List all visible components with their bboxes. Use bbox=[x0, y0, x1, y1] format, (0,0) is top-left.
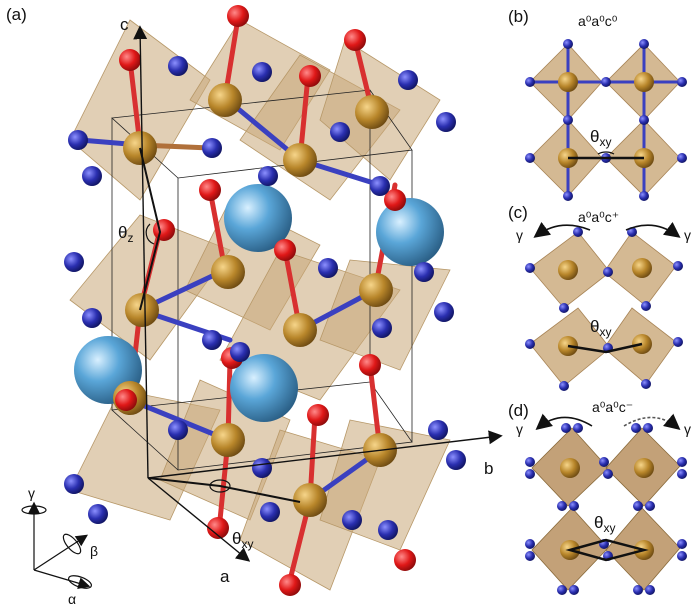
theta-z-marker bbox=[139, 147, 162, 311]
equatorial-anion bbox=[428, 420, 448, 440]
metal-atom bbox=[208, 83, 242, 117]
apical-anion bbox=[115, 389, 137, 411]
equatorial-anion bbox=[202, 138, 222, 158]
b-axis-label: b bbox=[484, 459, 493, 478]
a-site-cation bbox=[376, 198, 444, 266]
rotation-arrow-right-d bbox=[623, 413, 681, 431]
a-axis-label: a bbox=[220, 567, 230, 586]
gamma-label-c-left: γ bbox=[516, 227, 523, 243]
equatorial-anion bbox=[168, 56, 188, 76]
equatorial-anion bbox=[88, 504, 108, 524]
theta-xy-label-c: θxy bbox=[590, 317, 611, 339]
metal-atom bbox=[283, 143, 317, 177]
equatorial-anion-layer bbox=[64, 56, 466, 540]
apical-anion bbox=[153, 219, 175, 241]
panel-a-label: (a) bbox=[6, 5, 27, 24]
apical-anion bbox=[119, 49, 141, 71]
theta-xy-label-a: θxy bbox=[232, 529, 253, 551]
gamma-label-d-left: γ bbox=[516, 421, 523, 437]
apical-anion bbox=[344, 29, 366, 51]
tilt-pattern-d: a⁰a⁰c⁻ bbox=[592, 399, 633, 415]
rotation-arrow-left-c bbox=[533, 221, 591, 238]
alpha-rotation-icon bbox=[67, 575, 93, 589]
equatorial-anion bbox=[446, 450, 466, 470]
rotation-arrow-right-c bbox=[625, 221, 681, 238]
panel-a: (a) bbox=[6, 5, 503, 607]
panel-d: (d) a⁰a⁰c⁻ θxy γ γ bbox=[508, 399, 691, 595]
apical-anion bbox=[299, 65, 321, 87]
a-axis-arrow bbox=[147, 477, 251, 562]
theta-xy-label-d: θxy bbox=[594, 513, 615, 535]
apical-anion bbox=[394, 549, 416, 571]
equatorial-anion bbox=[436, 112, 456, 132]
panel-b: (b) a⁰a⁰c⁰ θxy bbox=[508, 7, 687, 201]
equatorial-anion bbox=[252, 458, 272, 478]
panel-c-atoms bbox=[525, 227, 683, 391]
metal-atom bbox=[355, 95, 389, 129]
metal-atom bbox=[211, 255, 245, 289]
a-site-layer bbox=[74, 184, 444, 422]
equatorial-anion bbox=[372, 318, 392, 338]
metal-atom bbox=[211, 423, 245, 457]
equatorial-anion bbox=[398, 70, 418, 90]
equatorial-anion bbox=[68, 130, 88, 150]
crystal-axes bbox=[133, 25, 503, 562]
panel-c-label: (c) bbox=[508, 203, 528, 222]
alpha-label: α bbox=[68, 591, 76, 607]
c-axis-label: c bbox=[120, 15, 129, 34]
equatorial-anion bbox=[168, 420, 188, 440]
equatorial-anion bbox=[434, 302, 454, 322]
tilt-pattern-c: a⁰a⁰c⁺ bbox=[578, 209, 619, 225]
equatorial-anion bbox=[82, 166, 102, 186]
metal-atom bbox=[125, 293, 159, 327]
equatorial-anion bbox=[260, 502, 280, 522]
b-axis-arrow bbox=[147, 430, 503, 479]
panel-d-label: (d) bbox=[508, 401, 529, 420]
a-site-cation bbox=[230, 354, 298, 422]
apical-anion bbox=[307, 404, 329, 426]
beta-rotation-icon bbox=[62, 533, 82, 555]
equatorial-anion bbox=[64, 474, 84, 494]
metal-atom bbox=[293, 483, 327, 517]
equatorial-anion bbox=[258, 166, 278, 186]
metal-atom bbox=[359, 273, 393, 307]
apical-anion bbox=[359, 354, 381, 376]
rotation-arrow-left-d bbox=[535, 413, 593, 431]
apical-anion bbox=[207, 517, 229, 539]
rotation-legend bbox=[21, 501, 93, 590]
gamma-label-c-right: γ bbox=[684, 227, 691, 243]
panel-b-label: (b) bbox=[508, 7, 529, 26]
beta-label: β bbox=[90, 543, 98, 559]
apical-anion bbox=[279, 574, 301, 596]
equatorial-anion bbox=[202, 330, 222, 350]
equatorial-anion bbox=[330, 122, 350, 142]
apical-anion bbox=[274, 239, 296, 261]
equatorial-anion bbox=[252, 62, 272, 82]
equatorial-anion bbox=[318, 258, 338, 278]
equatorial-anion bbox=[230, 342, 250, 362]
apical-anion bbox=[199, 179, 221, 201]
equatorial-anion bbox=[378, 520, 398, 540]
octahedron bbox=[69, 214, 231, 361]
a-site-cation bbox=[224, 184, 292, 252]
c-axis-arrow bbox=[133, 25, 149, 479]
gamma-label-a: γ bbox=[28, 485, 35, 501]
gamma-rotation-icon bbox=[21, 505, 47, 515]
metal-atom bbox=[283, 313, 317, 347]
tilt-pattern-b: a⁰a⁰c⁰ bbox=[578, 13, 618, 29]
equatorial-anion bbox=[82, 308, 102, 328]
theta-xy-label-b: θxy bbox=[590, 127, 611, 149]
equatorial-anion bbox=[64, 252, 84, 272]
equatorial-anion bbox=[414, 262, 434, 282]
equatorial-anion bbox=[370, 176, 390, 196]
theta-xy-marker-a bbox=[147, 477, 301, 503]
gamma-label-d-right: γ bbox=[684, 421, 691, 437]
theta-z-label: θz bbox=[118, 223, 133, 245]
panel-c: (c) a⁰a⁰c⁺ θxy γ γ bbox=[508, 203, 691, 391]
equatorial-anion bbox=[342, 510, 362, 530]
apical-anion bbox=[227, 5, 249, 27]
apical-anion bbox=[384, 189, 406, 211]
